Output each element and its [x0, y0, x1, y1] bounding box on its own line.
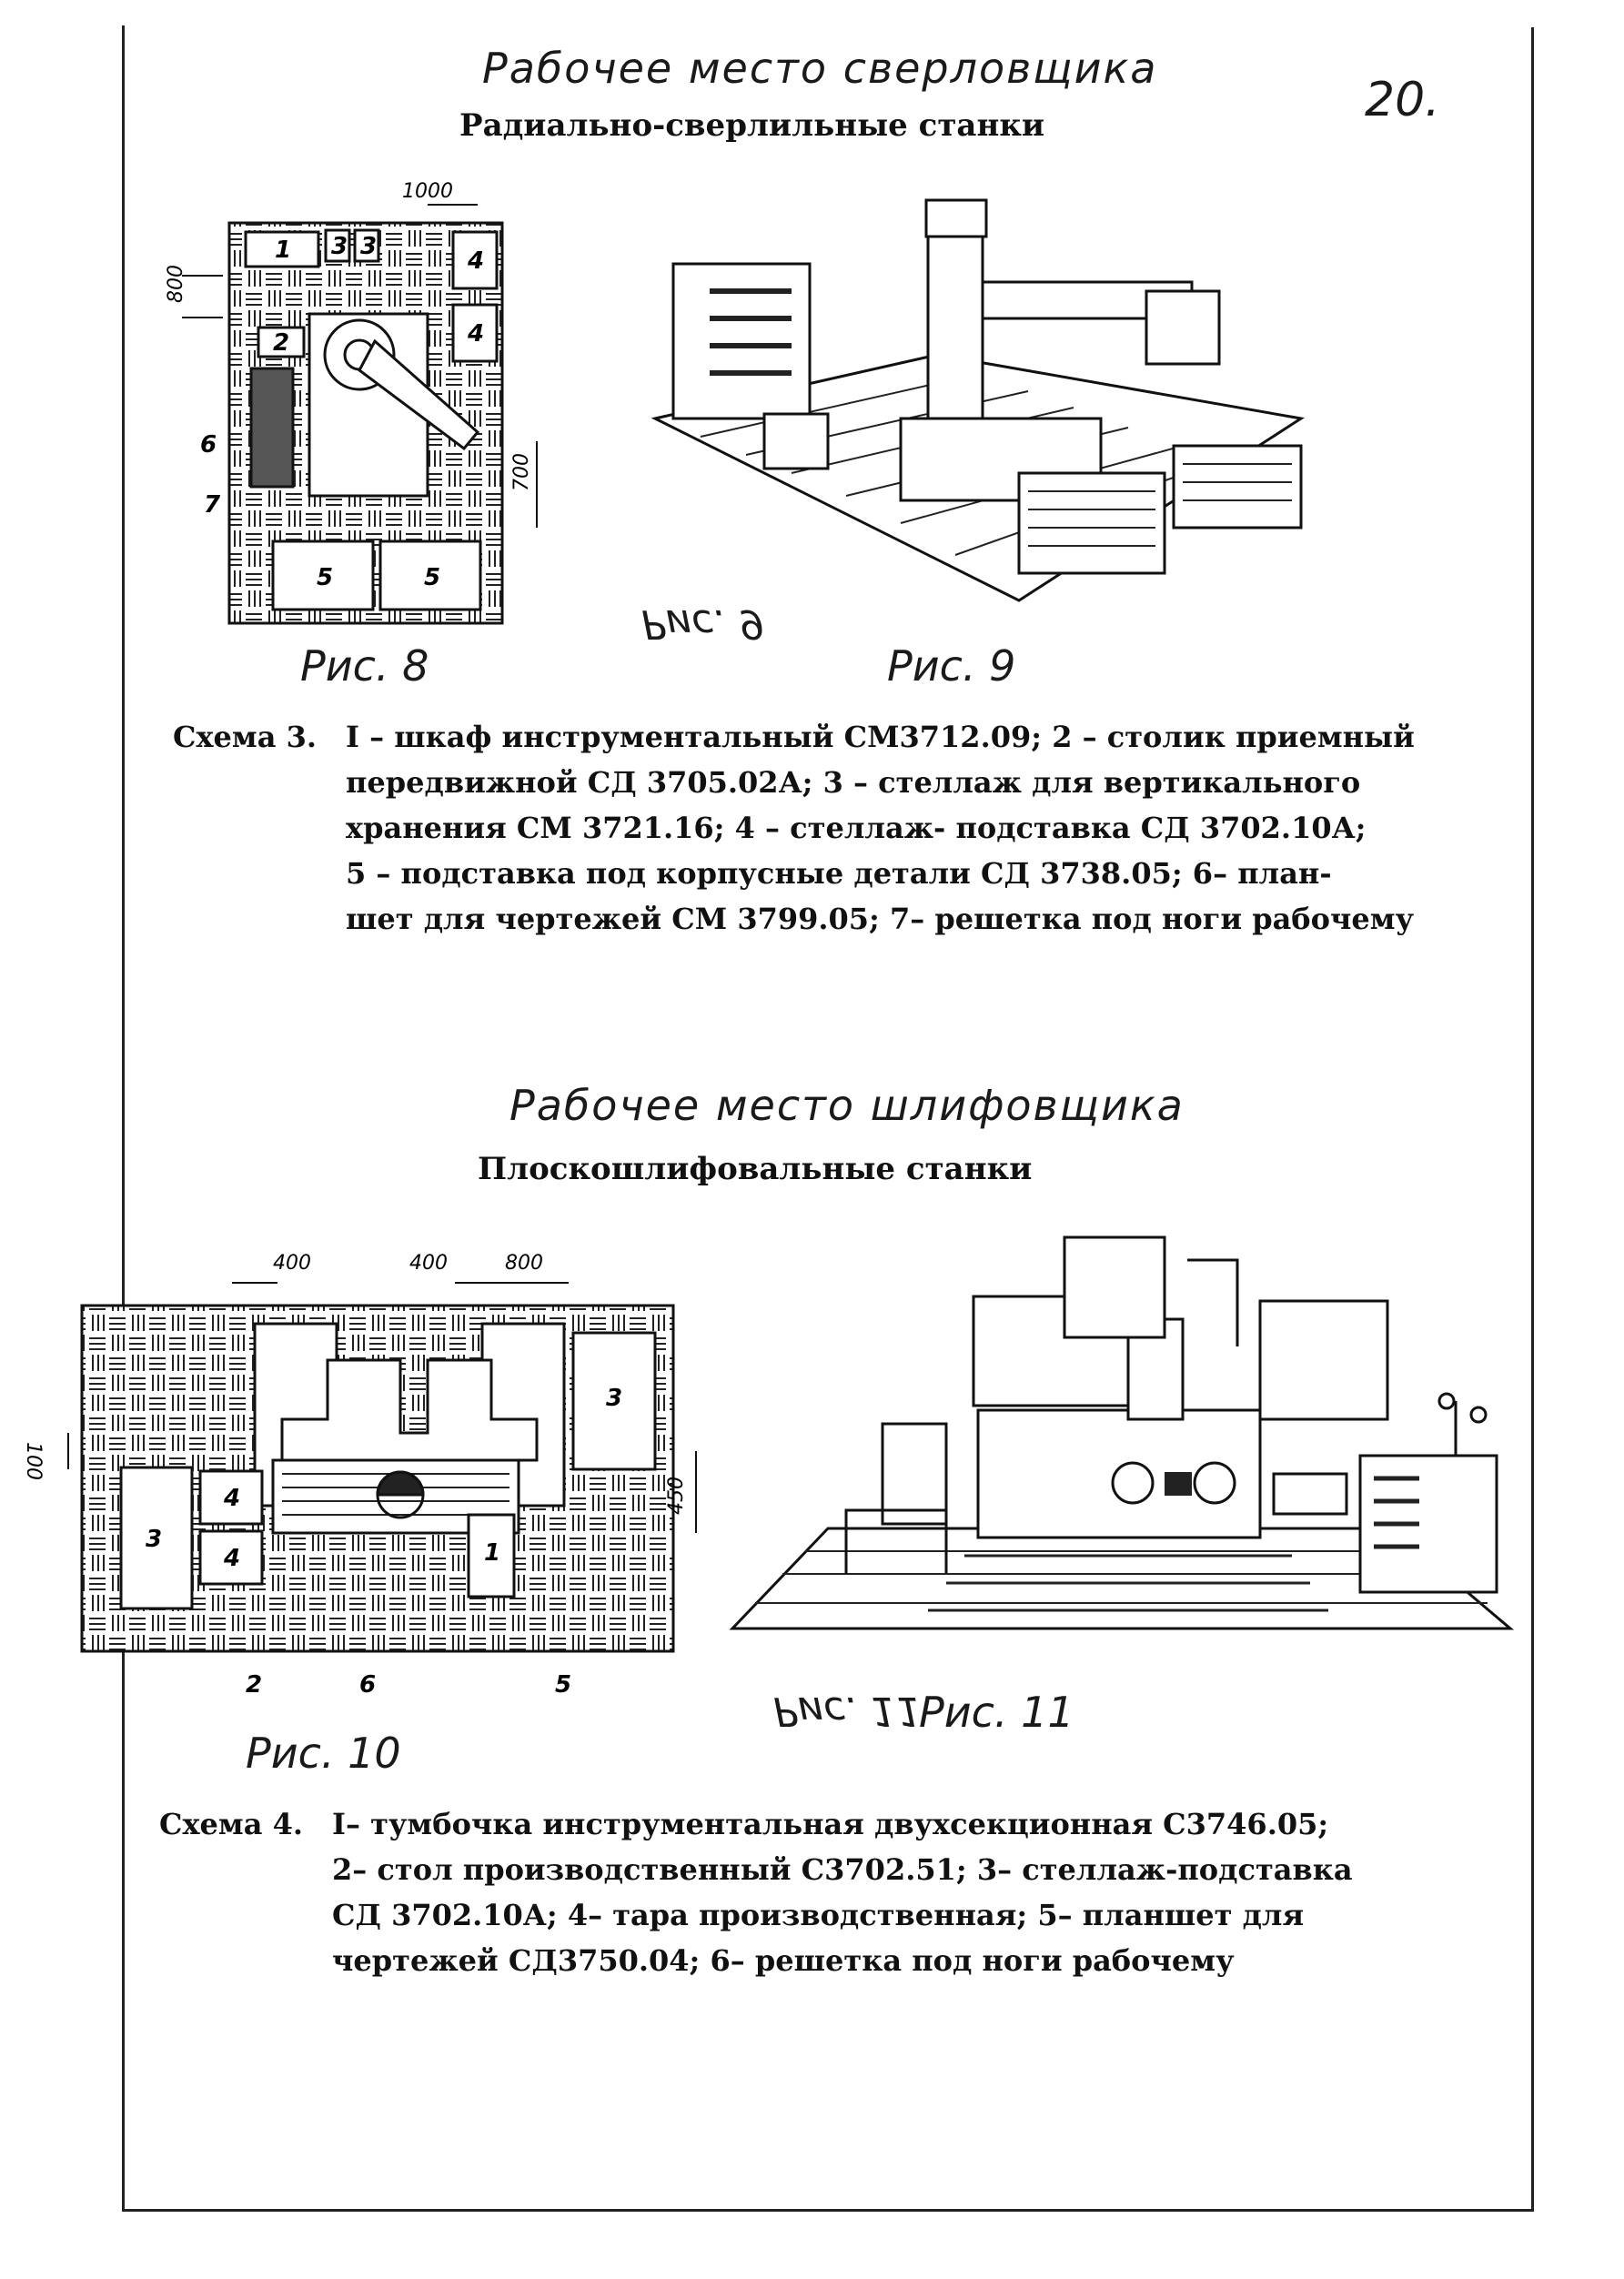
fig9-mirror-note: Рис. 9: [641, 600, 765, 647]
fig10-dim-800: 800: [505, 1252, 543, 1275]
frame-bottom-border: [122, 2209, 1534, 2212]
fig8-label-4a: 4: [467, 247, 484, 275]
fig8-label-4b: 4: [467, 320, 484, 348]
scheme3-line-4: 5 – подставка под корпусные детали СД 37…: [346, 856, 1332, 891]
fig10-label-6: 6: [359, 1671, 376, 1699]
scheme4-line-2: 2– стол производственный С3702.51; 3– ст…: [332, 1852, 1353, 1887]
fig8-label-6: 6: [200, 431, 217, 459]
fig8-plan-drawing: 1000 800 700 1 3 3 4 4 2 5 5 6 7: [165, 180, 538, 625]
fig8-label-1: 1: [275, 237, 291, 264]
fig8-dim-1000: 1000: [402, 180, 453, 203]
fig8-label-3a: 3: [331, 233, 348, 260]
scheme4-line-3: СД 3702.10А; 4– тара производственная; 5…: [332, 1898, 1305, 1932]
fig8-label-7: 7: [204, 491, 221, 519]
fig10-label-4a: 4: [223, 1485, 240, 1512]
page-number: 20.: [1365, 73, 1440, 127]
fig9-caption: Рис. 9: [887, 641, 1016, 691]
fig10-plan-drawing: 400 400 800 100 450 3 3 4 4 1 2 6 5: [27, 1252, 697, 1699]
section1-title: Рабочее место сверловщика: [482, 44, 1158, 93]
fig10-caption: Рис. 10: [246, 1729, 401, 1778]
scheme4-lead: Схема 4.: [159, 1807, 303, 1841]
fig8-dim-700: 700: [510, 453, 533, 491]
fig8-label-5b: 5: [424, 564, 440, 591]
scheme3-line-2: передвижной СД 3705.02А; 3 – стеллаж для…: [346, 765, 1361, 800]
fig10-dim-400a: 400: [273, 1252, 311, 1275]
fig10-label-4b: 4: [223, 1545, 240, 1572]
fig11-caption: Рис. 11: [919, 1688, 1074, 1737]
scheme3-line-3: хранения СМ 3721.16; 4 – стеллаж- подста…: [346, 811, 1367, 845]
fig10-dim-100: 100: [27, 1442, 45, 1480]
section2-title: Рабочее место шлифовщика: [509, 1081, 1185, 1130]
frame-right-border: [1531, 27, 1534, 2211]
fig11-mirror-note: Рис. 11: [773, 1688, 923, 1734]
scheme3-legend: Схема 3. I – шкаф инструментальный СМ3712…: [173, 714, 1415, 942]
fig8-label-2: 2: [273, 329, 289, 357]
fig8-label-3b: 3: [360, 233, 377, 260]
section1-subtitle: Радиально-сверлильные станки: [459, 107, 1045, 144]
fig10-dim-400b: 400: [409, 1252, 448, 1275]
scheme3-line-1: I – шкаф инструментальный СМ3712.09; 2 –…: [346, 720, 1415, 754]
scheme4-line-4: чертежей СД3750.04; 6– решетка под ноги …: [332, 1943, 1235, 1978]
fig11-machine-drawing: [729, 1235, 1515, 1630]
fig8-dim-800: 800: [165, 265, 187, 303]
scheme3-line-5: шет для чертежей СМ 3799.05; 7– решетка …: [346, 902, 1415, 936]
frame-left-border: [122, 25, 125, 2209]
fig10-label-5: 5: [555, 1671, 571, 1699]
fig10-label-1: 1: [484, 1539, 500, 1567]
fig8-label-5a: 5: [317, 564, 333, 591]
scheme3-lead: Схема 3.: [173, 720, 317, 754]
fig10-label-2: 2: [246, 1671, 262, 1699]
fig8-caption: Рис. 8: [300, 641, 429, 691]
fig10-label-3b: 3: [606, 1385, 622, 1412]
fig9-machine-drawing: [651, 198, 1306, 602]
scheme4-legend: Схема 4. I– тумбочка инструментальная дву…: [159, 1801, 1353, 1983]
fig10-dim-450: 450: [665, 1477, 688, 1515]
fig10-label-3a: 3: [146, 1526, 162, 1553]
scheme4-line-1: I– тумбочка инструментальная двухсекцион…: [332, 1807, 1329, 1841]
section2-subtitle: Плоскошлифовальные станки: [478, 1151, 1033, 1187]
